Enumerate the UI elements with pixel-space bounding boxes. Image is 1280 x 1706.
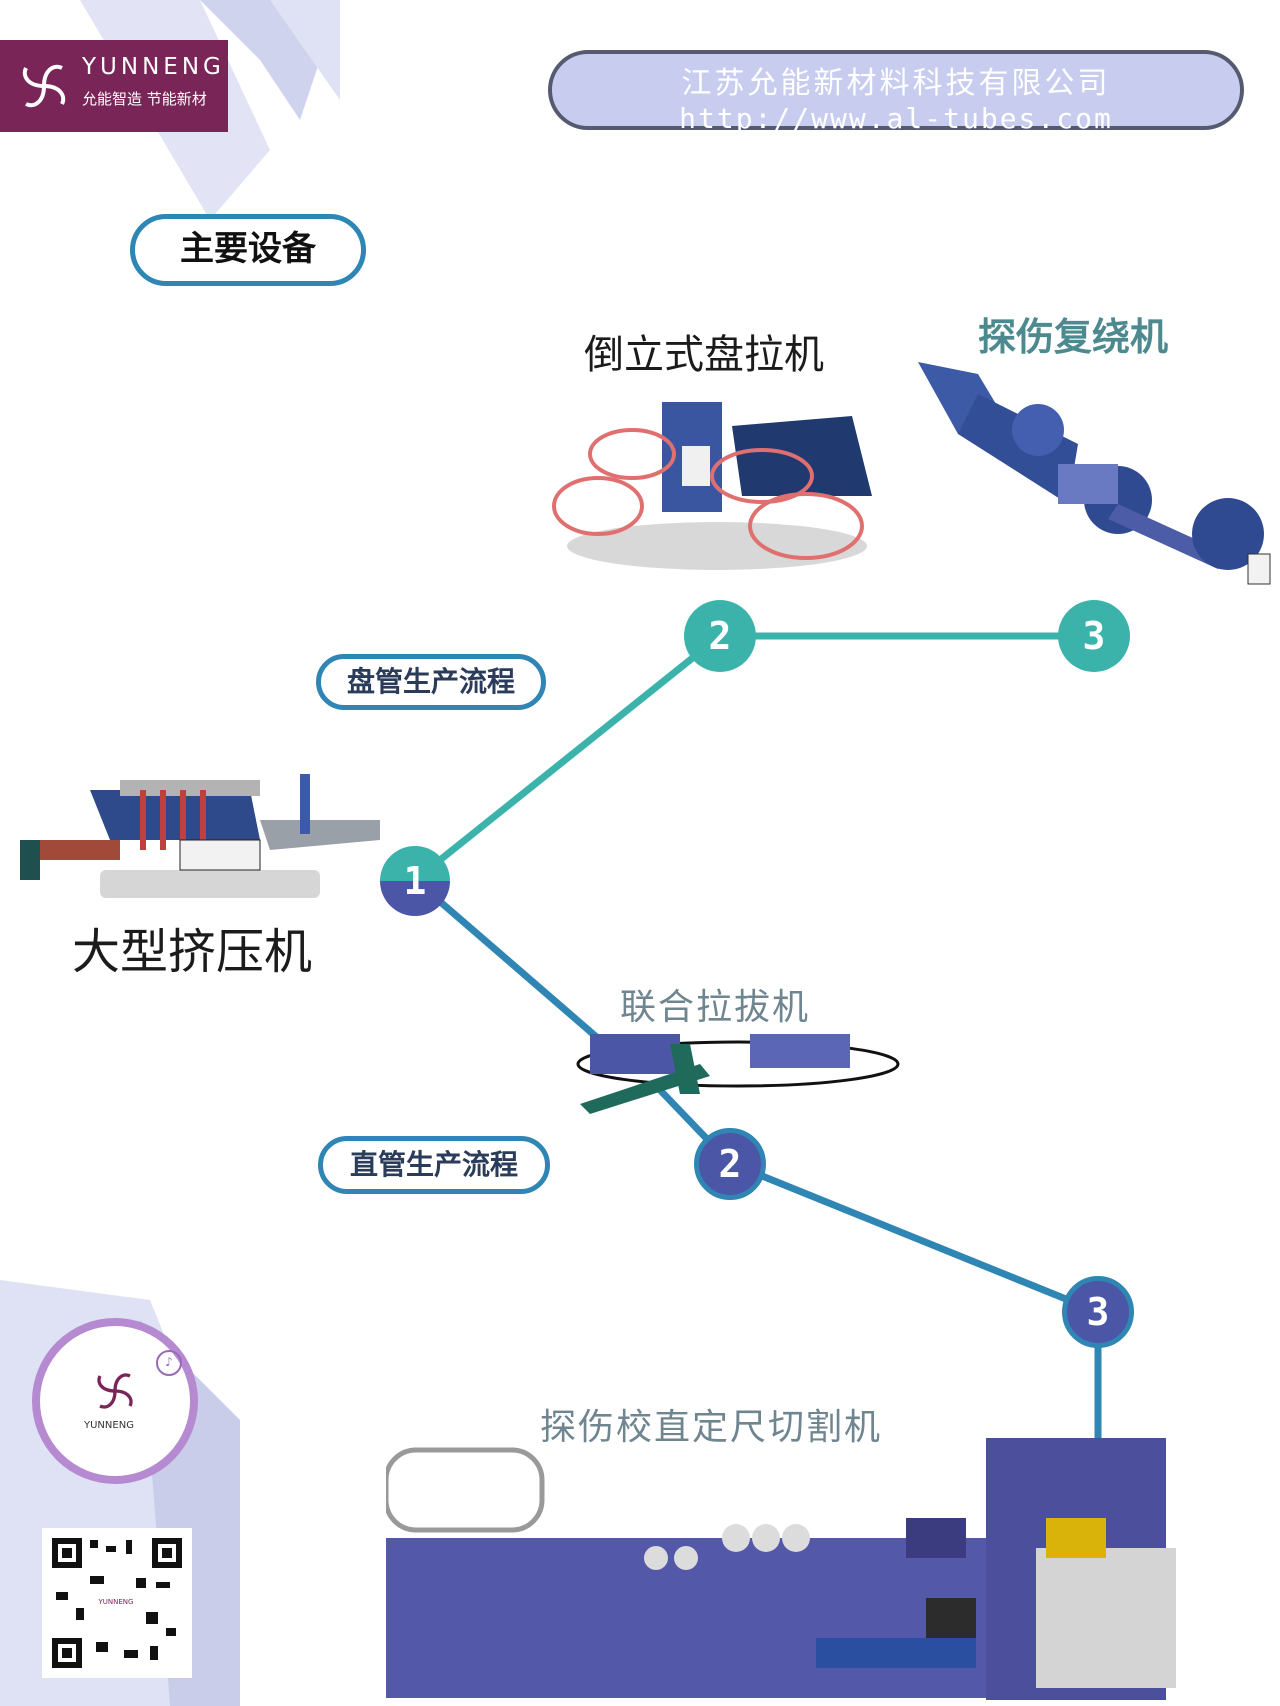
- node-coil-2: 2: [684, 600, 756, 672]
- straightening-cutter-label: 探伤校直定尺切割机: [540, 1407, 883, 1448]
- company-banner: 江苏允能新材料科技有限公司 http://www.al-tubes.com: [548, 50, 1244, 135]
- node-straight-2: 2: [694, 1128, 766, 1200]
- straight-flow-label: 直管生产流程: [318, 1136, 550, 1194]
- qr-center-logo: YUNNENG: [98, 1586, 134, 1618]
- combined-drawer-image: [576, 1034, 900, 1114]
- node-start: 1: [380, 846, 450, 916]
- brand-logo: YUNNENG 允能智造 节能新材: [0, 40, 228, 132]
- brand-name: YUNNENG: [82, 54, 225, 80]
- section-title: 主要设备: [130, 214, 366, 286]
- combined-drawer-label: 联合拉拔机: [620, 987, 811, 1028]
- node-straight-3: 3: [1062, 1276, 1134, 1348]
- extruder-label: 大型挤压机: [72, 924, 313, 980]
- mini-program-code[interactable]: YUNNENG ♪: [32, 1318, 198, 1484]
- douyin-icon: ♪: [156, 1350, 182, 1376]
- flaw-rewinder-image: [918, 362, 1271, 585]
- mini-program-label: YUNNENG: [84, 1420, 134, 1431]
- company-url[interactable]: http://www.al-tubes.com: [679, 102, 1113, 135]
- pinwheel-logo-icon: [22, 64, 66, 108]
- straightening-cutter-image: [386, 1438, 1176, 1700]
- flaw-rewinder-label: 探伤复绕机: [978, 315, 1169, 359]
- coil-flow-label: 盘管生产流程: [316, 654, 546, 710]
- brand-tagline: 允能智造 节能新材: [82, 90, 207, 108]
- extruder-image: [20, 774, 380, 898]
- pinwheel-logo-icon: [97, 1373, 133, 1409]
- company-name: 江苏允能新材料科技有限公司: [681, 66, 1111, 101]
- qr-code[interactable]: YUNNENG: [42, 1528, 192, 1678]
- qr-label: YUNNENG: [98, 1598, 134, 1606]
- node-coil-3: 3: [1058, 600, 1130, 672]
- inverted-drawer-label: 倒立式盘拉机: [584, 332, 824, 378]
- inverted-drawer-image: [552, 402, 872, 570]
